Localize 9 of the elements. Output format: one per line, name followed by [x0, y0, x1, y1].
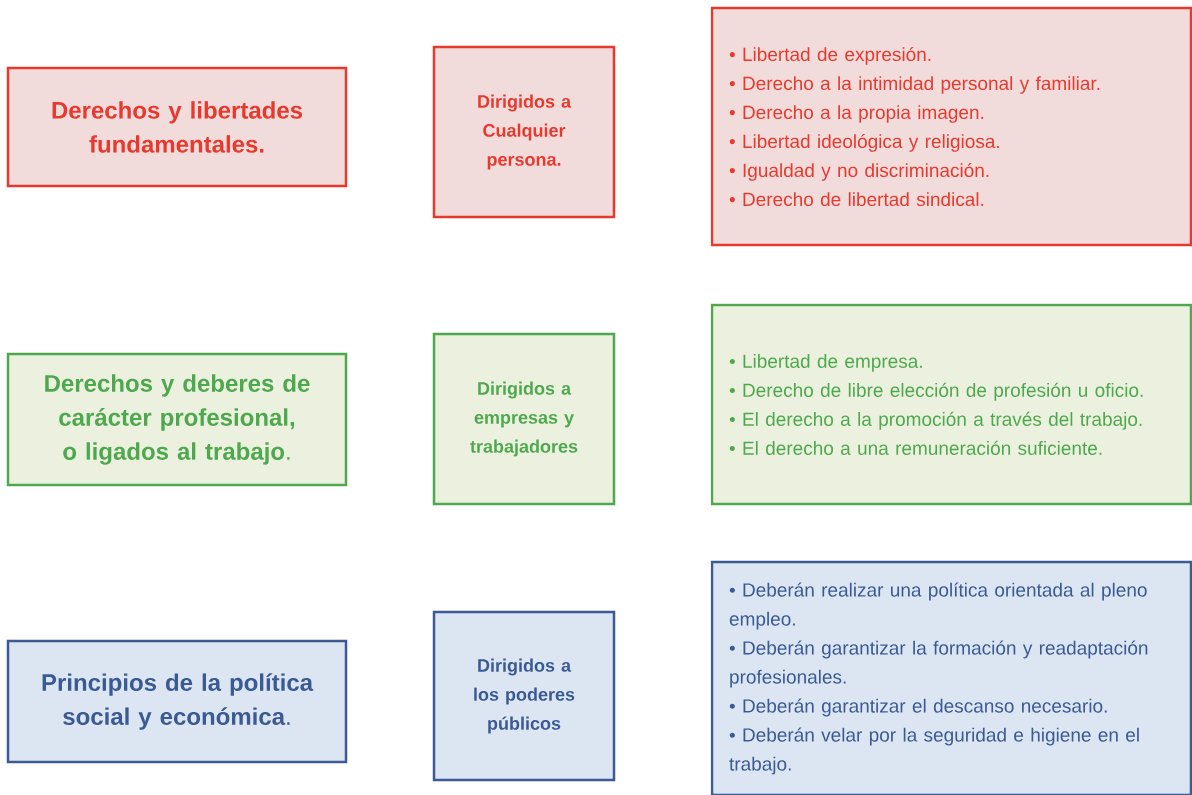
list-box: • Deberán realizar una política orientada al pleno empleo. • Deberán garantizar la formación y readaptación profesionales. • Deberán garantizar el descanso necesario. • Deberán velar por la seguridad e higiene en el trabajo.: [710, 560, 1192, 795]
category-box: Derechos y libertades fundamentales.: [6, 66, 348, 188]
list-box: • Libertad de empresa. • Derecho de libre elección de profesión u oficio. • El derecho a la promoción a través del trabajo. • El derecho a una remuneración suficiente.: [710, 303, 1192, 506]
audience-box: Dirigidos a empresas y trabajadores: [432, 332, 616, 506]
category-box: Principios de la política social y económica.: [6, 639, 348, 764]
audience-box: Dirigidos a Cualquier persona.: [432, 45, 616, 219]
list-box: • Libertad de expresión. • Derecho a la intimidad personal y familiar. • Derecho a la propia imagen. • Libertad ideológica y religiosa. • Igualdad y no discriminación. • Derecho de libertad sindical.: [710, 6, 1192, 247]
audience-box: Dirigidos a los poderes públicos: [432, 610, 616, 782]
category-box: Derechos y deberes de carácter profesional, o ligados al trabajo.: [6, 352, 348, 487]
